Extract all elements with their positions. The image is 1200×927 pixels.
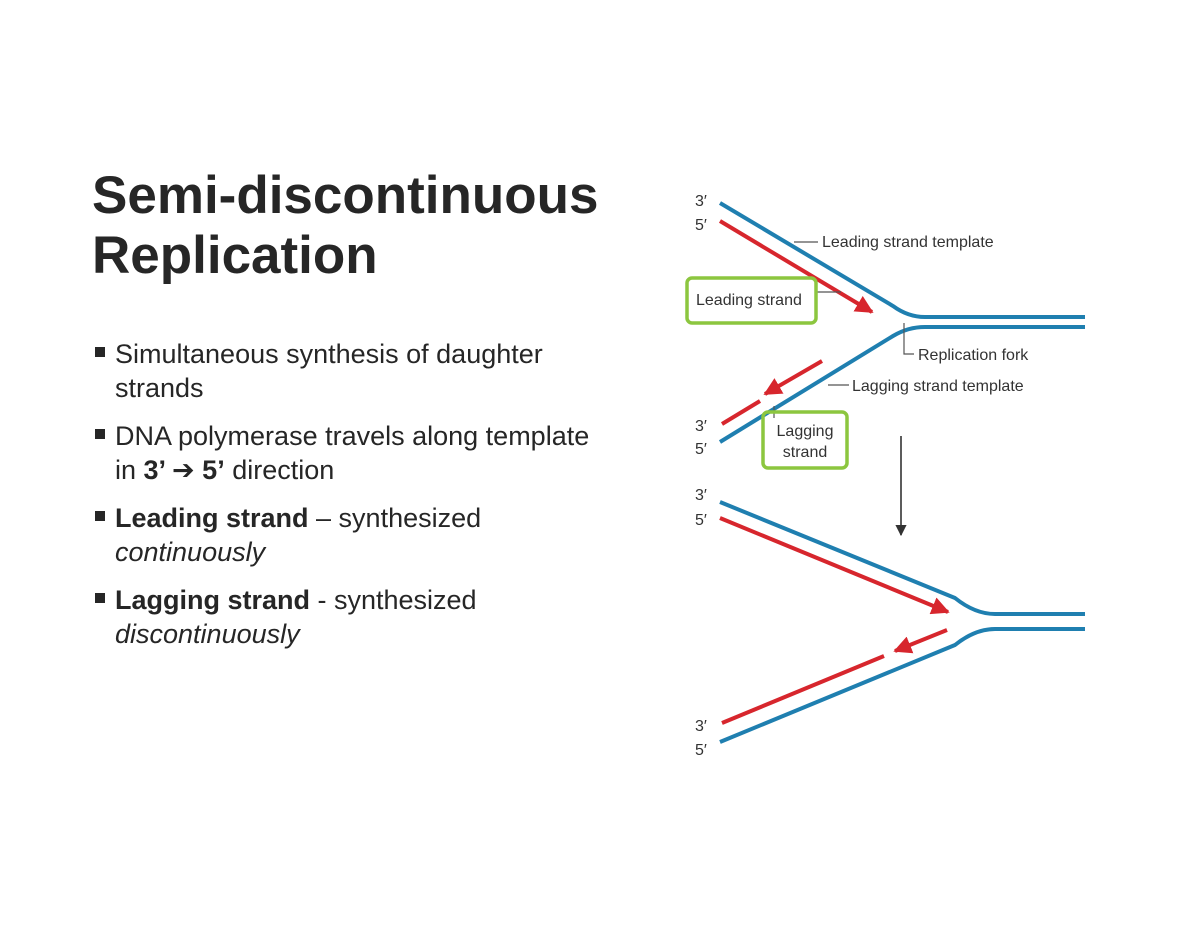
bullet-text: - synthesized: [310, 585, 485, 615]
label-5-prime-bottom: 5′: [695, 742, 707, 759]
label-5-prime-low: 5′: [695, 512, 707, 529]
bottom-fork: [719, 500, 1085, 744]
bullet-item-polymerase: DNA polymerase travels along template in…: [92, 419, 612, 487]
highlight-box-lagging-strand: [761, 410, 849, 470]
label-leading-strand: Leading strand: [696, 292, 802, 309]
label-3-prime-mid: 3′: [695, 418, 707, 435]
bullet-item-leading: Leading strand – synthesized continuousl…: [92, 501, 612, 569]
leader-replication-fork: [903, 323, 914, 355]
bullet-text: – synthesized: [308, 503, 489, 533]
okazaki-fragment: [720, 399, 762, 426]
bullet-text: direction: [224, 455, 335, 485]
label-5-prime-top: 5′: [695, 217, 707, 234]
label-leading-strand-template: Leading strand template: [822, 234, 994, 251]
slide-title: Semi-discontinuous Replication: [92, 166, 598, 286]
bullet-term-leading: Leading strand: [115, 503, 309, 533]
leading-strand-arrow: [719, 516, 950, 615]
label-lagging-strand-line-1: Lagging: [777, 423, 834, 440]
bullet-list: Simultaneous synthesis of daughter stran…: [92, 337, 612, 665]
label-replication-fork: Replication fork: [918, 347, 1029, 364]
bullet-item-simultaneous: Simultaneous synthesis of daughter stran…: [92, 337, 612, 405]
label-5-prime-mid: 5′: [695, 441, 707, 458]
bullet-item-lagging: Lagging strand - synthesized discontinuo…: [92, 583, 612, 651]
label-lagging-strand-line-2: strand: [783, 444, 827, 461]
label-3-prime-low: 3′: [695, 487, 707, 504]
lagging-strand-template-line: [718, 325, 1085, 444]
bullet-term-lagging: Lagging strand: [115, 585, 310, 615]
okazaki-fragment: [721, 654, 885, 725]
okazaki-fragment-arrow: [893, 628, 948, 654]
bullet-text: Simultaneous synthesis of daughter stran…: [115, 339, 551, 403]
bullet-emphasis-discontinuously: discontinuously: [115, 619, 300, 649]
label-lagging-strand-template: Lagging strand template: [852, 378, 1024, 395]
slide-title-line-1: Semi-discontinuous: [92, 166, 599, 225]
top-fork: [718, 201, 1085, 444]
label-3-prime-top: 3′: [695, 193, 707, 210]
label-3-prime-bottom: 3′: [695, 718, 707, 735]
leading-strand-template-line: [719, 500, 1085, 616]
leading-strand-template-line: [718, 201, 1085, 319]
bullet-text: DNA polymerase travels along template in: [115, 421, 597, 485]
replication-fork-diagram: 3′ 5′ Leading strand template Leading st…: [685, 193, 1085, 759]
lagging-strand-template-line: [719, 627, 1085, 744]
okazaki-fragment-arrow: [763, 359, 824, 396]
leading-strand-arrow: [718, 219, 874, 314]
highlight-box-leading-strand: [685, 276, 818, 325]
bullet-emphasis-continuously: continuously: [115, 537, 266, 567]
slide-title-line-2: Replication: [92, 226, 378, 285]
bullet-direction-emphasis: 3’ ➔ 5’: [143, 455, 225, 485]
